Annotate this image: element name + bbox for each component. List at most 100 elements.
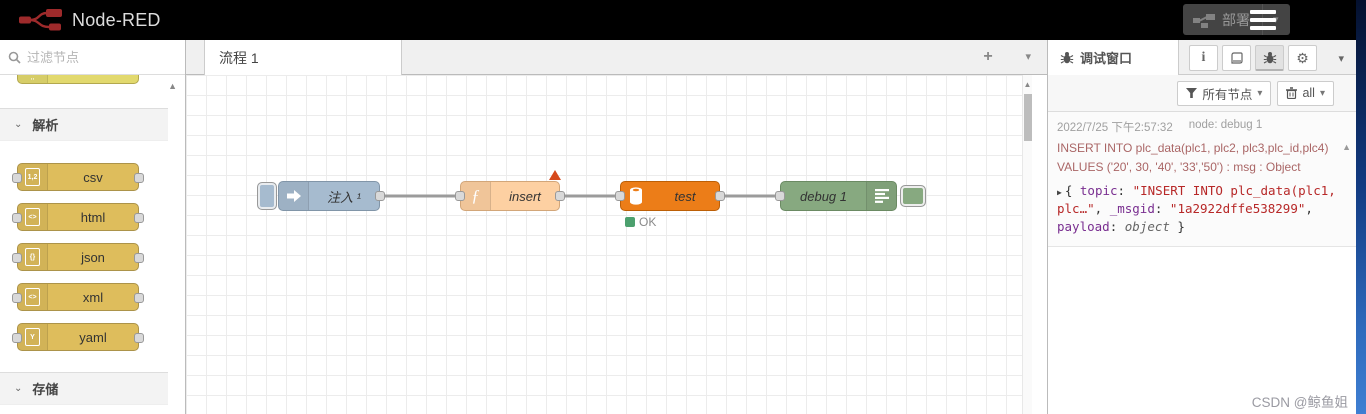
debug-sidebar: 调试窗口 i ⚙ xyxy=(1047,40,1356,414)
info-tab-button[interactable]: i xyxy=(1189,45,1218,71)
wires xyxy=(378,194,782,198)
tab-flow-1[interactable]: 流程 1 xyxy=(204,40,402,75)
desktop-background-strip xyxy=(1356,0,1366,414)
input-port xyxy=(12,293,22,303)
config-tab-button[interactable]: ⚙ xyxy=(1288,45,1317,71)
deploy-label: 部署 xyxy=(1222,11,1250,28)
node-changed-marker xyxy=(549,170,561,180)
watermark: CSDN @鲸鱼姐 xyxy=(1251,395,1348,410)
status-text: OK xyxy=(639,215,657,229)
debug-list-icon xyxy=(866,182,896,210)
category-parser[interactable]: ⌄ 解析 xyxy=(0,108,168,141)
filter-funnel-icon xyxy=(1186,88,1198,98)
inject-node[interactable]: 注入 ¹ xyxy=(278,181,385,211)
search-input[interactable] xyxy=(27,49,157,65)
input-port[interactable] xyxy=(615,191,625,201)
node-label: debug 1 xyxy=(800,188,847,204)
palette-search xyxy=(0,40,185,75)
output-port[interactable] xyxy=(375,191,385,201)
canvas-scrollbar[interactable]: ▲ xyxy=(1022,75,1032,414)
palette: ‚‚ ▲ ⌄ 解析 1,2 csv xyxy=(0,40,186,414)
scrollbar-thumb[interactable] xyxy=(1024,94,1032,141)
expand-icon[interactable]: ▶ xyxy=(1057,188,1062,198)
sidebar-tabbar: 调试窗口 i ⚙ xyxy=(1048,40,1356,75)
csv-file-icon: 1,2 xyxy=(18,164,48,190)
inject-trigger-button[interactable] xyxy=(257,182,277,210)
mysql-node-test[interactable]: test xyxy=(615,181,725,211)
hamburger-icon xyxy=(1250,10,1276,14)
add-flow-button[interactable]: + xyxy=(983,48,993,65)
main-menu-button[interactable] xyxy=(1250,10,1276,30)
message-node-ref: node: debug 1 xyxy=(1188,119,1263,131)
bug-icon xyxy=(1060,51,1074,63)
palette-node-html[interactable]: <> html xyxy=(12,203,144,231)
debug-tab-button[interactable] xyxy=(1255,45,1284,71)
output-port xyxy=(134,173,144,183)
deploy-icon xyxy=(1193,13,1215,28)
debug-tab-label: 调试窗口 xyxy=(1080,51,1133,66)
help-tab-button[interactable] xyxy=(1222,45,1251,71)
palette-scroll-up-icon[interactable]: ▲ xyxy=(168,81,177,91)
function-icon: ƒ xyxy=(461,182,491,210)
palette-node-json[interactable]: {} json xyxy=(12,243,144,271)
json-string: "1a2922dffe538299" xyxy=(1169,201,1306,217)
debug-toolbar: 所有节点 ▾ all ▾ xyxy=(1048,75,1356,112)
hamburger-icon xyxy=(1250,26,1276,30)
input-port[interactable] xyxy=(775,191,785,201)
search-icon xyxy=(8,51,21,64)
status-ok-dot xyxy=(625,217,635,227)
json-key: payload xyxy=(1057,219,1110,235)
json-type-meta: object xyxy=(1124,219,1170,235)
palette-node-xml[interactable]: <> xml xyxy=(12,283,144,311)
scroll-up-icon[interactable]: ▲ xyxy=(1342,142,1351,152)
node-label: insert xyxy=(509,188,541,204)
workspace-tabbar: 流程 1 + ▾ xyxy=(186,40,1047,75)
debug-toggle-button[interactable] xyxy=(900,185,926,207)
palette-node-label: yaml xyxy=(79,329,107,345)
database-icon xyxy=(621,182,651,210)
input-port xyxy=(12,213,22,223)
filter-nodes-button[interactable]: 所有节点 ▾ xyxy=(1177,80,1272,106)
message-payload[interactable]: ▶{ topic: "INSERT INTO plc_data(plc1, pl… xyxy=(1057,183,1336,235)
message-meta: 2022/7/25 下午2:57:32 node: debug 1 xyxy=(1057,119,1340,135)
partial-node[interactable]: ‚‚ xyxy=(17,75,139,84)
palette-node-label: html xyxy=(80,209,106,225)
inject-arrow-icon xyxy=(279,182,309,210)
function-node-insert[interactable]: ƒ insert xyxy=(455,181,565,211)
sidebar-menu-caret[interactable]: ▾ xyxy=(1338,53,1344,65)
output-port[interactable] xyxy=(715,191,725,201)
chevron-down-icon: ⌄ xyxy=(14,383,23,394)
caret-down-icon: ▾ xyxy=(1257,87,1263,99)
category-storage-label: 存储 xyxy=(32,382,59,397)
json-string: "INSERT INTO plc_data(plc1, plc…" xyxy=(1057,183,1336,217)
scroll-up-icon[interactable]: ▲ xyxy=(1023,80,1032,89)
output-port[interactable] xyxy=(555,191,565,201)
output-port xyxy=(134,293,144,303)
xml-file-icon: <> xyxy=(18,284,48,310)
flow-canvas[interactable]: 注入 ¹ ƒ insert xyxy=(186,75,1047,414)
tab-debug-window[interactable]: 调试窗口 xyxy=(1048,40,1179,75)
book-icon xyxy=(1230,51,1243,64)
hamburger-icon xyxy=(1250,18,1276,22)
category-storage[interactable]: ⌄ 存储 xyxy=(0,372,168,405)
input-port xyxy=(12,333,22,343)
trash-icon xyxy=(1286,87,1298,99)
output-port xyxy=(134,213,144,223)
debug-message-list[interactable]: 2022/7/25 下午2:57:32 node: debug 1 INSERT… xyxy=(1048,112,1356,414)
debug-node[interactable]: debug 1 xyxy=(775,181,897,211)
palette-node-csv[interactable]: 1,2 csv xyxy=(12,163,144,191)
bug-icon xyxy=(1263,51,1276,63)
output-port xyxy=(134,333,144,343)
debug-message[interactable]: 2022/7/25 下午2:57:32 node: debug 1 INSERT… xyxy=(1048,112,1356,247)
main-area: ‚‚ ▲ ⌄ 解析 1,2 csv xyxy=(0,40,1356,414)
yaml-file-icon: Y xyxy=(18,324,48,350)
clear-messages-button[interactable]: all ▾ xyxy=(1277,80,1334,106)
json-key: _msgid xyxy=(1109,201,1155,217)
node-red-logo-icon xyxy=(19,9,62,31)
palette-node-yaml[interactable]: Y yaml xyxy=(12,323,144,351)
tab-list-caret[interactable]: ▾ xyxy=(1025,51,1031,63)
message-topic: INSERT INTO plc_data(plc1, plc2, plc3,pl… xyxy=(1057,141,1329,174)
palette-node-label: json xyxy=(81,249,105,265)
input-port[interactable] xyxy=(455,191,465,201)
chevron-down-icon: ⌄ xyxy=(14,119,23,130)
